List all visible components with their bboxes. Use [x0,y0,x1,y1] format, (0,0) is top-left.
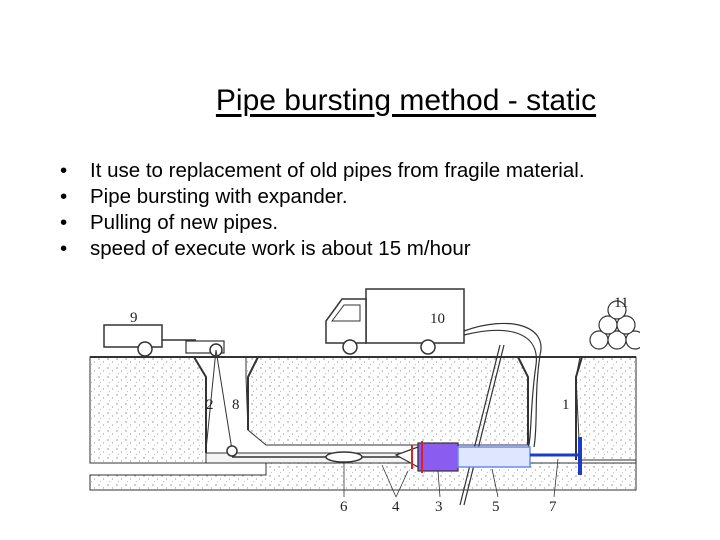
hydraulic-hose [463,322,542,448]
pipe-bursting-diagram: 9 10 11 2 8 1 6 4 3 5 7 [89,288,640,515]
leader-lines [343,458,559,498]
hydraulic-hose [463,329,537,450]
left-pit-wall-right [247,356,259,430]
bullet-text: Pulling of new pipes. [90,211,279,234]
guide-line [463,344,505,506]
bullet-dot: • [60,159,68,182]
bullet-text: It use to replacement of old pipes from … [90,159,585,182]
label-4: 4 [392,499,400,515]
bullet-item: • It use to replacement of old pipes from… [60,158,585,184]
pulley-bottom [226,445,238,457]
expander-head [417,442,459,472]
bullet-list: • It use to replacement of old pipes from… [60,158,585,262]
label-7: 7 [549,499,557,515]
truck-box [365,288,465,344]
bullet-item: • Pulling of new pipes. [60,210,585,236]
bullet-text: speed of execute work is about 15 m/hour [90,237,471,260]
label-3: 3 [435,499,443,515]
guide-line [459,344,501,506]
label-2: 2 [206,397,214,413]
trailer-wheel [137,341,153,357]
rod-coupling [325,451,363,463]
bullet-dot: • [60,185,68,208]
winch-cable [205,349,217,451]
label-9: 9 [130,310,138,326]
label-1: 1 [562,397,570,413]
trailer-body [103,324,163,348]
new-pipe [457,446,531,468]
label-5: 5 [492,499,500,515]
new-pipe-stack [589,300,640,350]
winch-cable [215,349,233,451]
left-pit-wall [193,356,207,453]
bullet-dot: • [60,237,68,260]
slide-title: Pipe bursting method - static [215,84,597,117]
label-10: 10 [430,311,445,327]
truck-window [331,304,361,322]
label-6: 6 [340,499,348,515]
truck-wheel-rear [420,339,436,355]
label-11: 11 [614,295,628,311]
bullet-item: • Pipe bursting with expander. [60,184,585,210]
bullet-item: • speed of execute work is about 15 m/hou… [60,236,585,262]
bullet-text: Pipe bursting with expander. [90,185,348,208]
right-pit-wall [517,356,529,445]
bullet-dot: • [60,211,68,234]
truck-wheel-front [342,339,358,355]
soil-ground [89,356,637,491]
label-8: 8 [232,397,240,413]
right-pit-wall-right [575,356,583,460]
slide-title-wrap: Pipe bursting method - static [0,84,720,118]
